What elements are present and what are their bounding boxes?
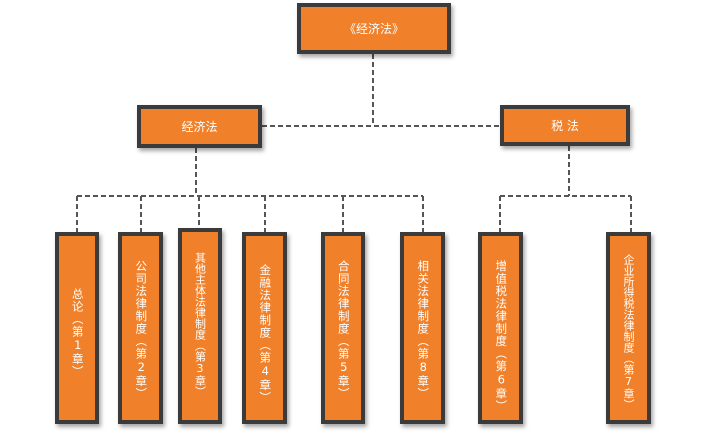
chapter-label: 总论（第1章）: [70, 288, 85, 378]
chapter-label: 企业所得税法律制度（第7章）: [622, 254, 635, 410]
root-node: 《经济法》: [297, 3, 451, 54]
chapter-label: 相关法律制度（第8章）: [416, 260, 431, 400]
chapter-label: 增值税法律制度（第6章）: [494, 260, 509, 413]
branch-label: 经济法: [181, 120, 218, 134]
chapter-node-ch6: 增值税法律制度（第6章）: [478, 232, 523, 424]
chapter-label: 合同法律制度（第5章）: [336, 260, 351, 400]
chapter-node-ch2: 公司法律制度（第2章）: [118, 232, 163, 424]
chapter-node-ch5: 合同法律制度（第5章）: [321, 232, 365, 424]
branch-label: 税 法: [551, 119, 579, 133]
chapter-node-ch8: 相关法律制度（第8章）: [400, 232, 445, 424]
branch-node-jingjifa: 经济法: [137, 105, 262, 148]
branch-node-shuifa: 税 法: [500, 105, 630, 146]
chapter-node-ch7: 企业所得税法律制度（第7章）: [606, 232, 651, 424]
chapter-node-ch3: 其他主体法律制度（第3章）: [178, 228, 222, 424]
chapter-node-ch4: 金融法律制度（第4章）: [242, 232, 287, 424]
chapter-label: 金融法律制度（第4章）: [258, 264, 273, 404]
chapter-node-ch1: 总论（第1章）: [55, 232, 99, 424]
chapter-label: 其他主体法律制度（第3章）: [193, 252, 207, 397]
root-label: 《经济法》: [343, 22, 404, 36]
chapter-label: 公司法律制度（第2章）: [134, 260, 149, 400]
